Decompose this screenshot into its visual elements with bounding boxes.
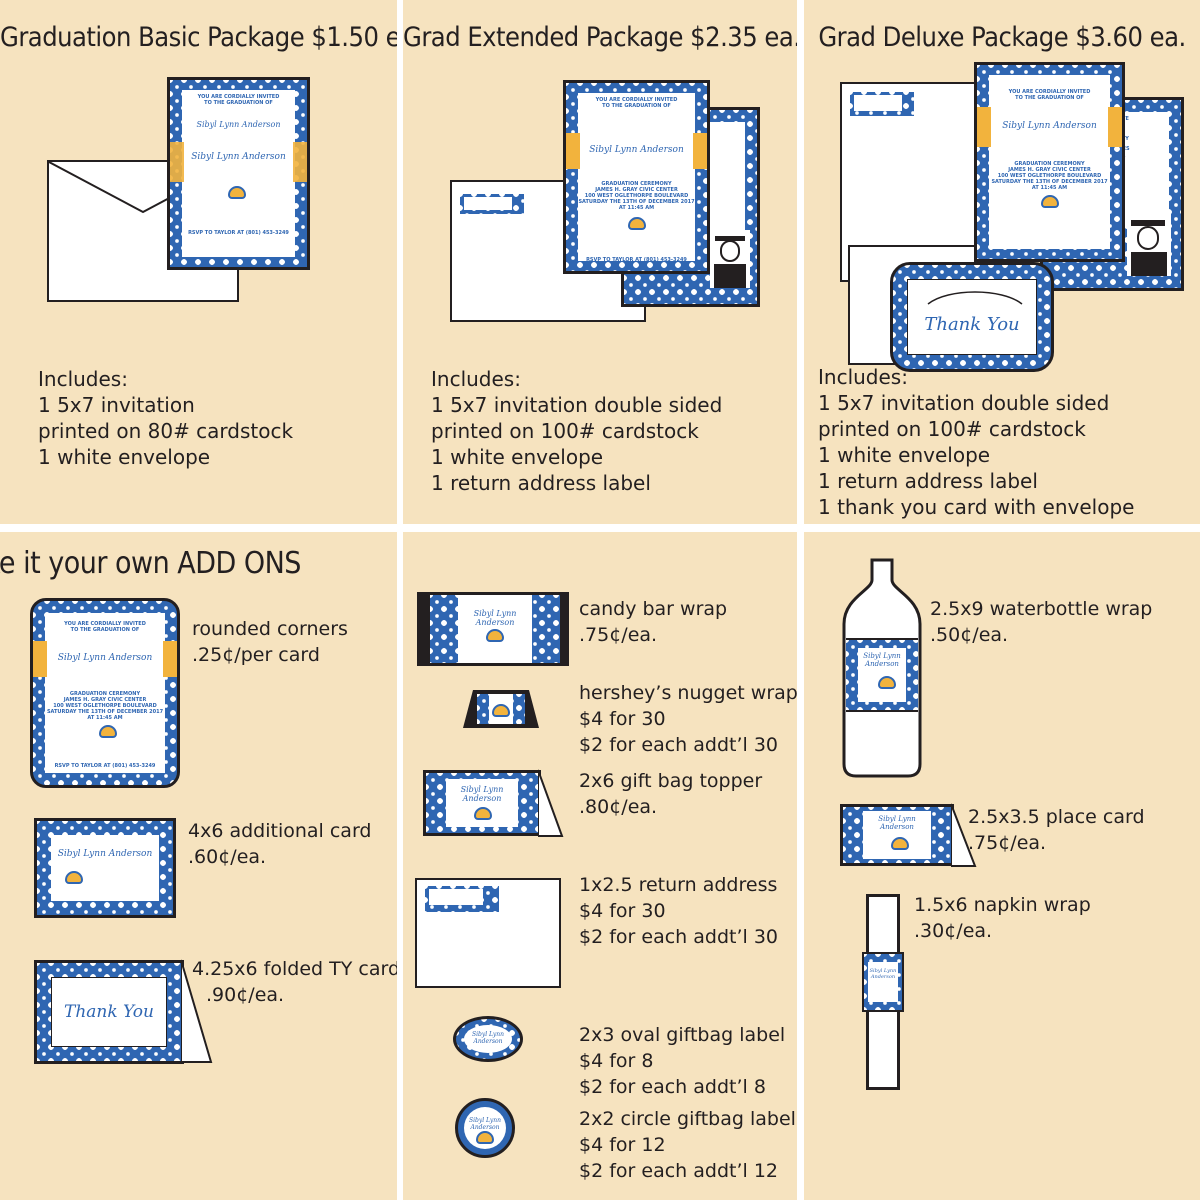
- addon-place-card: 2.5x3.5 place card .75¢/ea.: [968, 806, 1145, 854]
- package-includes: Includes: 1 5x7 invitation double sided …: [818, 365, 1135, 519]
- panel-extended-package: Grad Extended Package $2.35 ea. DOCTORAT…: [403, 0, 797, 524]
- graduate-icon: [1127, 214, 1171, 276]
- invitation-card: YOU ARE CORDIALLY INVITED TO THE GRADUAT…: [974, 62, 1125, 262]
- helmet-icon: [486, 629, 504, 642]
- helmet-icon: [878, 676, 896, 689]
- addon-nugget-wrap: hershey’s nugget wrap $4 for 30 $2 for e…: [579, 682, 797, 756]
- folded-ty-card: Thank You: [34, 960, 184, 1064]
- helmet-icon: [228, 186, 246, 199]
- napkin-wrap: Sibyl Lynn Anderson: [862, 952, 904, 1012]
- panel-deluxe-package: Grad Deluxe Package $3.60 ea. DOCTORATE …: [804, 0, 1200, 524]
- circle-giftbag-label: Sibyl Lynn Anderson: [455, 1098, 515, 1158]
- addons-title: Make it your own ADD ONS: [0, 546, 301, 581]
- addon-circle-label: 2x2 circle giftbag label $4 for 12 $2 fo…: [579, 1108, 796, 1182]
- nugget-wrap: [477, 694, 525, 724]
- helmet-icon: [1041, 195, 1059, 208]
- rounded-corner-card: YOU ARE CORDIALLY INVITED TO THE GRADUAT…: [30, 598, 180, 788]
- graduate-icon: [710, 230, 750, 288]
- package-includes: Includes: 1 5x7 invitation printed on 80…: [38, 367, 294, 469]
- helmet-icon: [628, 217, 646, 230]
- package-title: Grad Deluxe Package $3.60 ea.: [818, 22, 1186, 53]
- thank-you-card: Thank You: [890, 262, 1054, 372]
- invitation-card: YOU ARE CORDIALLY INVITED TO THE GRADUAT…: [167, 77, 310, 270]
- panel-addons-middle: Sibyl Lynn Anderson candy bar wrap .75¢/…: [403, 532, 797, 1200]
- helmet-icon: [99, 725, 117, 738]
- panel-addons-left: Make it your own ADD ONS YOU ARE CORDIAL…: [0, 532, 397, 1200]
- helmet-icon: [492, 704, 510, 717]
- gift-bag-topper: Sibyl Lynn Anderson: [423, 770, 541, 836]
- helmet-icon: [474, 807, 492, 820]
- envelope: [450, 180, 646, 322]
- addon-candy-bar-wrap: candy bar wrap .75¢/ea.: [579, 598, 728, 646]
- addon-waterbottle-wrap: 2.5x9 waterbottle wrap .50¢/ea.: [930, 598, 1153, 646]
- waterbottle-wrap: Sibyl Lynn Anderson: [846, 638, 918, 712]
- addon-folded-ty-card: 4.25x6 folded TY card .90¢/ea.: [192, 958, 397, 1006]
- panel-addons-right: Sibyl Lynn Anderson 2.5x9 waterbottle wr…: [804, 532, 1200, 1200]
- place-card: Sibyl Lynn Anderson: [840, 804, 954, 866]
- helmet-icon: [65, 871, 83, 884]
- invitation-card: YOU ARE CORDIALLY INVITED TO THE GRADUAT…: [563, 80, 710, 274]
- addon-return-address: 1x2.5 return address $4 for 30 $2 for ea…: [579, 874, 778, 948]
- oval-giftbag-label: Sibyl Lynn Anderson: [453, 1016, 523, 1062]
- addon-oval-label: 2x3 oval giftbag label $4 for 8 $2 for e…: [579, 1024, 786, 1098]
- return-address-envelope: [415, 878, 561, 988]
- addon-napkin-wrap: 1.5x6 napkin wrap .30¢/ea.: [914, 894, 1091, 942]
- addon-gift-bag-topper: 2x6 gift bag topper .80¢/ea.: [579, 770, 763, 818]
- panel-basic-package: Graduation Basic Package $1.50 ea. YOU A…: [0, 0, 397, 524]
- addon-rounded-corners: rounded corners .25¢/per card: [192, 618, 348, 666]
- addon-additional-card: 4x6 additional card .60¢/ea.: [188, 820, 372, 868]
- package-title: Grad Extended Package $2.35 ea.: [403, 22, 797, 53]
- package-title: Graduation Basic Package $1.50 ea.: [0, 22, 397, 53]
- package-includes: Includes: 1 5x7 invitation double sided …: [431, 367, 723, 495]
- additional-card: Sibyl Lynn Anderson: [34, 818, 176, 918]
- helmet-icon: [891, 837, 909, 850]
- helmet-icon: [476, 1131, 494, 1144]
- candy-bar-wrap: Sibyl Lynn Anderson: [417, 592, 569, 666]
